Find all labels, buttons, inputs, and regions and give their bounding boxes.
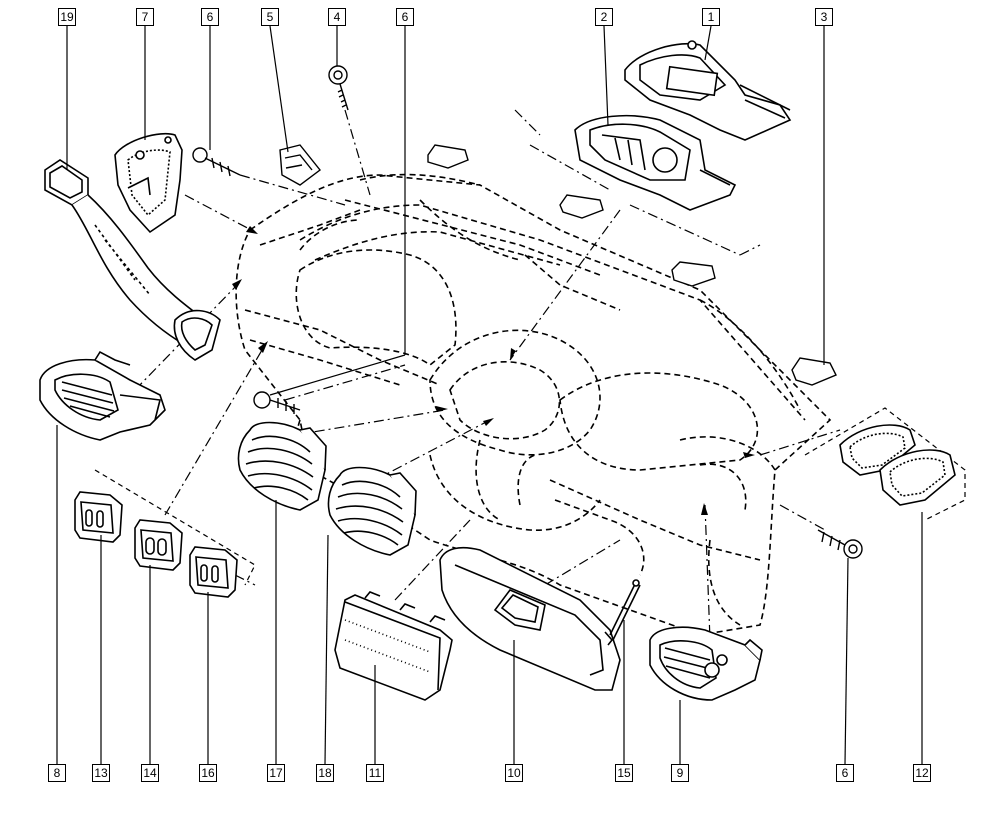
fasteners <box>192 65 863 559</box>
instrument-binnacle-2 <box>574 114 737 211</box>
callout-6: 6 <box>201 8 219 26</box>
leader-lines <box>134 109 841 641</box>
callout-4: 4 <box>328 8 346 26</box>
callout-18: 18 <box>316 764 334 782</box>
callout-9: 9 <box>671 764 689 782</box>
storage-tray-11 <box>334 591 453 701</box>
callout-6: 6 <box>836 764 854 782</box>
callout-10: 10 <box>505 764 523 782</box>
callout-2: 2 <box>595 8 613 26</box>
callout-11: 11 <box>366 764 384 782</box>
callout-12: 12 <box>913 764 931 782</box>
callout-15: 15 <box>615 764 633 782</box>
switch-14 <box>134 519 183 571</box>
callout-6: 6 <box>396 8 414 26</box>
air-duct-19 <box>44 159 221 361</box>
centre-vent-18 <box>327 466 417 556</box>
callout-19: 19 <box>58 8 76 26</box>
callout-5: 5 <box>261 8 279 26</box>
speaker-group-bracket <box>804 407 966 521</box>
speaker-grilles-12 <box>839 424 956 506</box>
clip-part-5 <box>279 144 321 186</box>
callout-7: 7 <box>136 8 154 26</box>
stay-rod-15 <box>604 579 641 646</box>
switch-16 <box>189 546 238 598</box>
callout-3: 3 <box>815 8 833 26</box>
callout-leaders <box>56 25 923 765</box>
callout-16: 16 <box>199 764 217 782</box>
glovebox-lid-10 <box>439 546 621 691</box>
leader-arrowheads <box>232 226 755 515</box>
side-trim-panel-7 <box>114 132 183 234</box>
callout-17: 17 <box>267 764 285 782</box>
dashboard-outline <box>235 173 832 636</box>
switch-13 <box>74 491 123 543</box>
right-side-vent-9 <box>649 626 763 701</box>
callout-1: 1 <box>702 8 720 26</box>
callout-8: 8 <box>48 764 66 782</box>
callout-13: 13 <box>92 764 110 782</box>
switch-group-bracket <box>94 469 256 586</box>
callout-14: 14 <box>141 764 159 782</box>
centre-vent-17 <box>237 421 327 511</box>
clip-brackets <box>427 144 837 386</box>
instrument-binnacle-1 <box>624 40 792 141</box>
left-side-vent-8 <box>39 350 166 441</box>
